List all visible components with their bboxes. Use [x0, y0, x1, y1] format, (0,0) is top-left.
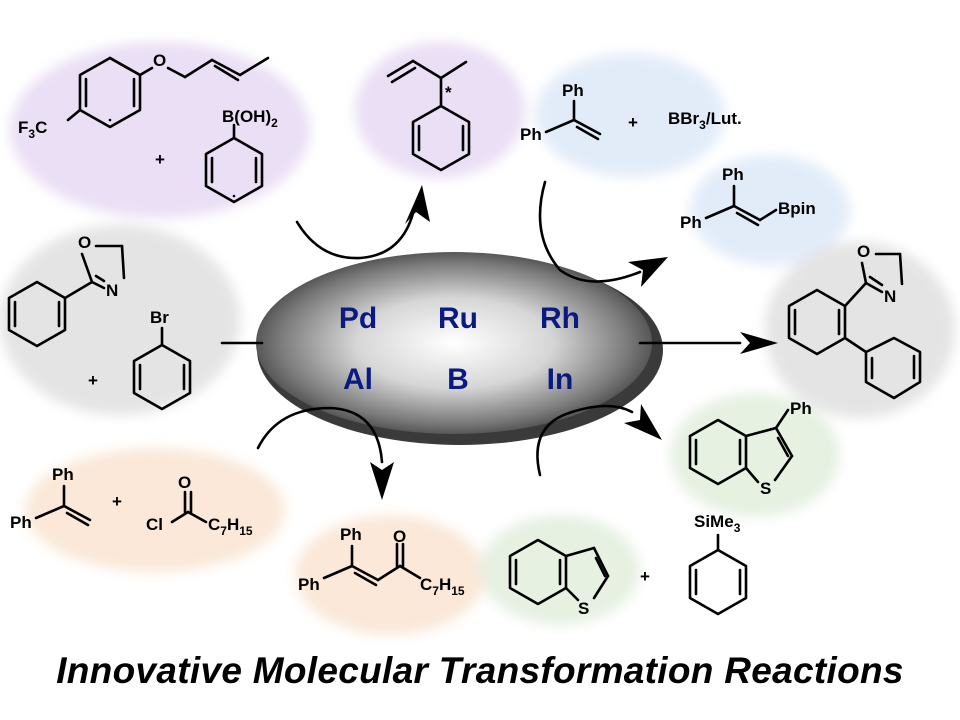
arrow-top-right-head: [628, 257, 668, 287]
metal-label-5: B: [447, 363, 469, 396]
metal-label-6: In: [547, 363, 574, 396]
catalyst-egg: Pd Ru Rh Al B In: [256, 252, 663, 445]
molecule-trimethylsilylbenzene: SiMe3: [688, 512, 748, 616]
molecule-phenylbenzothiophene: Ph S: [688, 399, 812, 498]
carbonyl-o-acyl: O: [178, 473, 191, 492]
oxazoline-n-right: N: [884, 287, 896, 306]
sulfur-label-top: S: [760, 479, 771, 498]
heptyl-label-enone: C7H15: [420, 575, 465, 598]
plus-sign-3: +: [88, 371, 98, 390]
metal-label-2: Ru: [438, 302, 478, 335]
ph-label-bpin-top: Ph: [722, 165, 744, 184]
violet-blob-center: [355, 42, 525, 178]
ph-label-left: Ph: [520, 125, 542, 144]
caption-title: Innovative Molecular Transformation Reac…: [56, 650, 904, 691]
molecule-acyl-chloride: O Cl C7H15: [146, 473, 253, 538]
ph-label-enone-top: Ph: [340, 525, 362, 544]
molecule-branched-allyl: *: [386, 59, 471, 172]
molecule-diphenylethylene-top: Ph Ph: [520, 81, 602, 144]
ph-label-enone-left: Ph: [298, 575, 320, 594]
arrow-bottom-left-curve: [256, 406, 384, 464]
plus-sign-5: +: [112, 492, 122, 511]
cf3-label: F3C: [18, 118, 47, 141]
ph-label-top: Ph: [562, 81, 584, 100]
reaction-arrows: [220, 180, 778, 500]
blue-blob-right: [690, 155, 850, 265]
orange-blob-left: [25, 448, 285, 572]
bpin-label: Bpin: [778, 199, 816, 218]
sulfur-label-bottom: S: [578, 599, 589, 618]
arrow-top-right-curve: [538, 180, 642, 283]
molecule-phenyloxazoline: O N: [7, 233, 126, 348]
heptyl-label-acyl: C7H15: [208, 515, 253, 538]
arrow-right-head: [740, 332, 778, 354]
boronic-label: B(OH)2: [222, 107, 278, 130]
plus-sign-4: +: [640, 567, 650, 586]
blue-blob-top: [535, 53, 725, 177]
gray-blob-right: [765, 242, 955, 418]
molecule-benzothiophene: S: [508, 538, 610, 618]
molecule-bromobenzene: Br: [132, 308, 192, 411]
sime3-label: SiMe3: [694, 512, 741, 535]
metal-label-1: Pd: [339, 302, 377, 335]
arrow-top-left-curve: [295, 203, 417, 260]
oxazoline-o-right: O: [857, 242, 870, 261]
molecule-allyl-ether: O F3C: [18, 51, 270, 141]
molecule-phenylboronic-acid: B(OH)2: [204, 107, 278, 204]
metal-label-3: Rh: [540, 302, 580, 335]
chloro-label: Cl: [146, 515, 163, 534]
molecule-enone: Ph Ph O C7H15: [298, 525, 465, 598]
plus-sign-2: +: [628, 113, 638, 132]
plus-sign-1: +: [155, 150, 165, 169]
metal-label-4: Al: [343, 363, 373, 396]
molecule-diphenylethylene-bottom: Ph Ph: [10, 465, 92, 532]
stereo-star: *: [445, 83, 452, 102]
orange-blob-bottom: [295, 515, 485, 635]
arrow-top-left-head: [405, 185, 430, 224]
molecule-biaryl-oxazoline: O N: [787, 242, 922, 400]
arrow-bottom-right-head: [624, 404, 662, 440]
arrow-bottom-right-curve: [536, 404, 634, 477]
oxazoline-n-left: N: [106, 281, 118, 300]
bbr3-label: BBr3/Lut.: [668, 109, 742, 132]
ph-label-bottom-top: Ph: [52, 465, 74, 484]
bromo-label: Br: [150, 308, 169, 327]
oxazoline-o-left: O: [78, 233, 91, 252]
arrow-bottom-left-head: [370, 462, 394, 500]
ph-label-benzothiophene: Ph: [790, 399, 812, 418]
ph-label-bpin-left: Ph: [680, 213, 702, 232]
ether-oxygen: O: [153, 51, 166, 70]
carbonyl-o-enone: O: [393, 527, 406, 546]
gray-blob-left: [0, 225, 240, 415]
molecule-vinyl-bpin: Ph Ph Bpin: [680, 165, 816, 232]
ph-label-bottom-left: Ph: [10, 513, 32, 532]
